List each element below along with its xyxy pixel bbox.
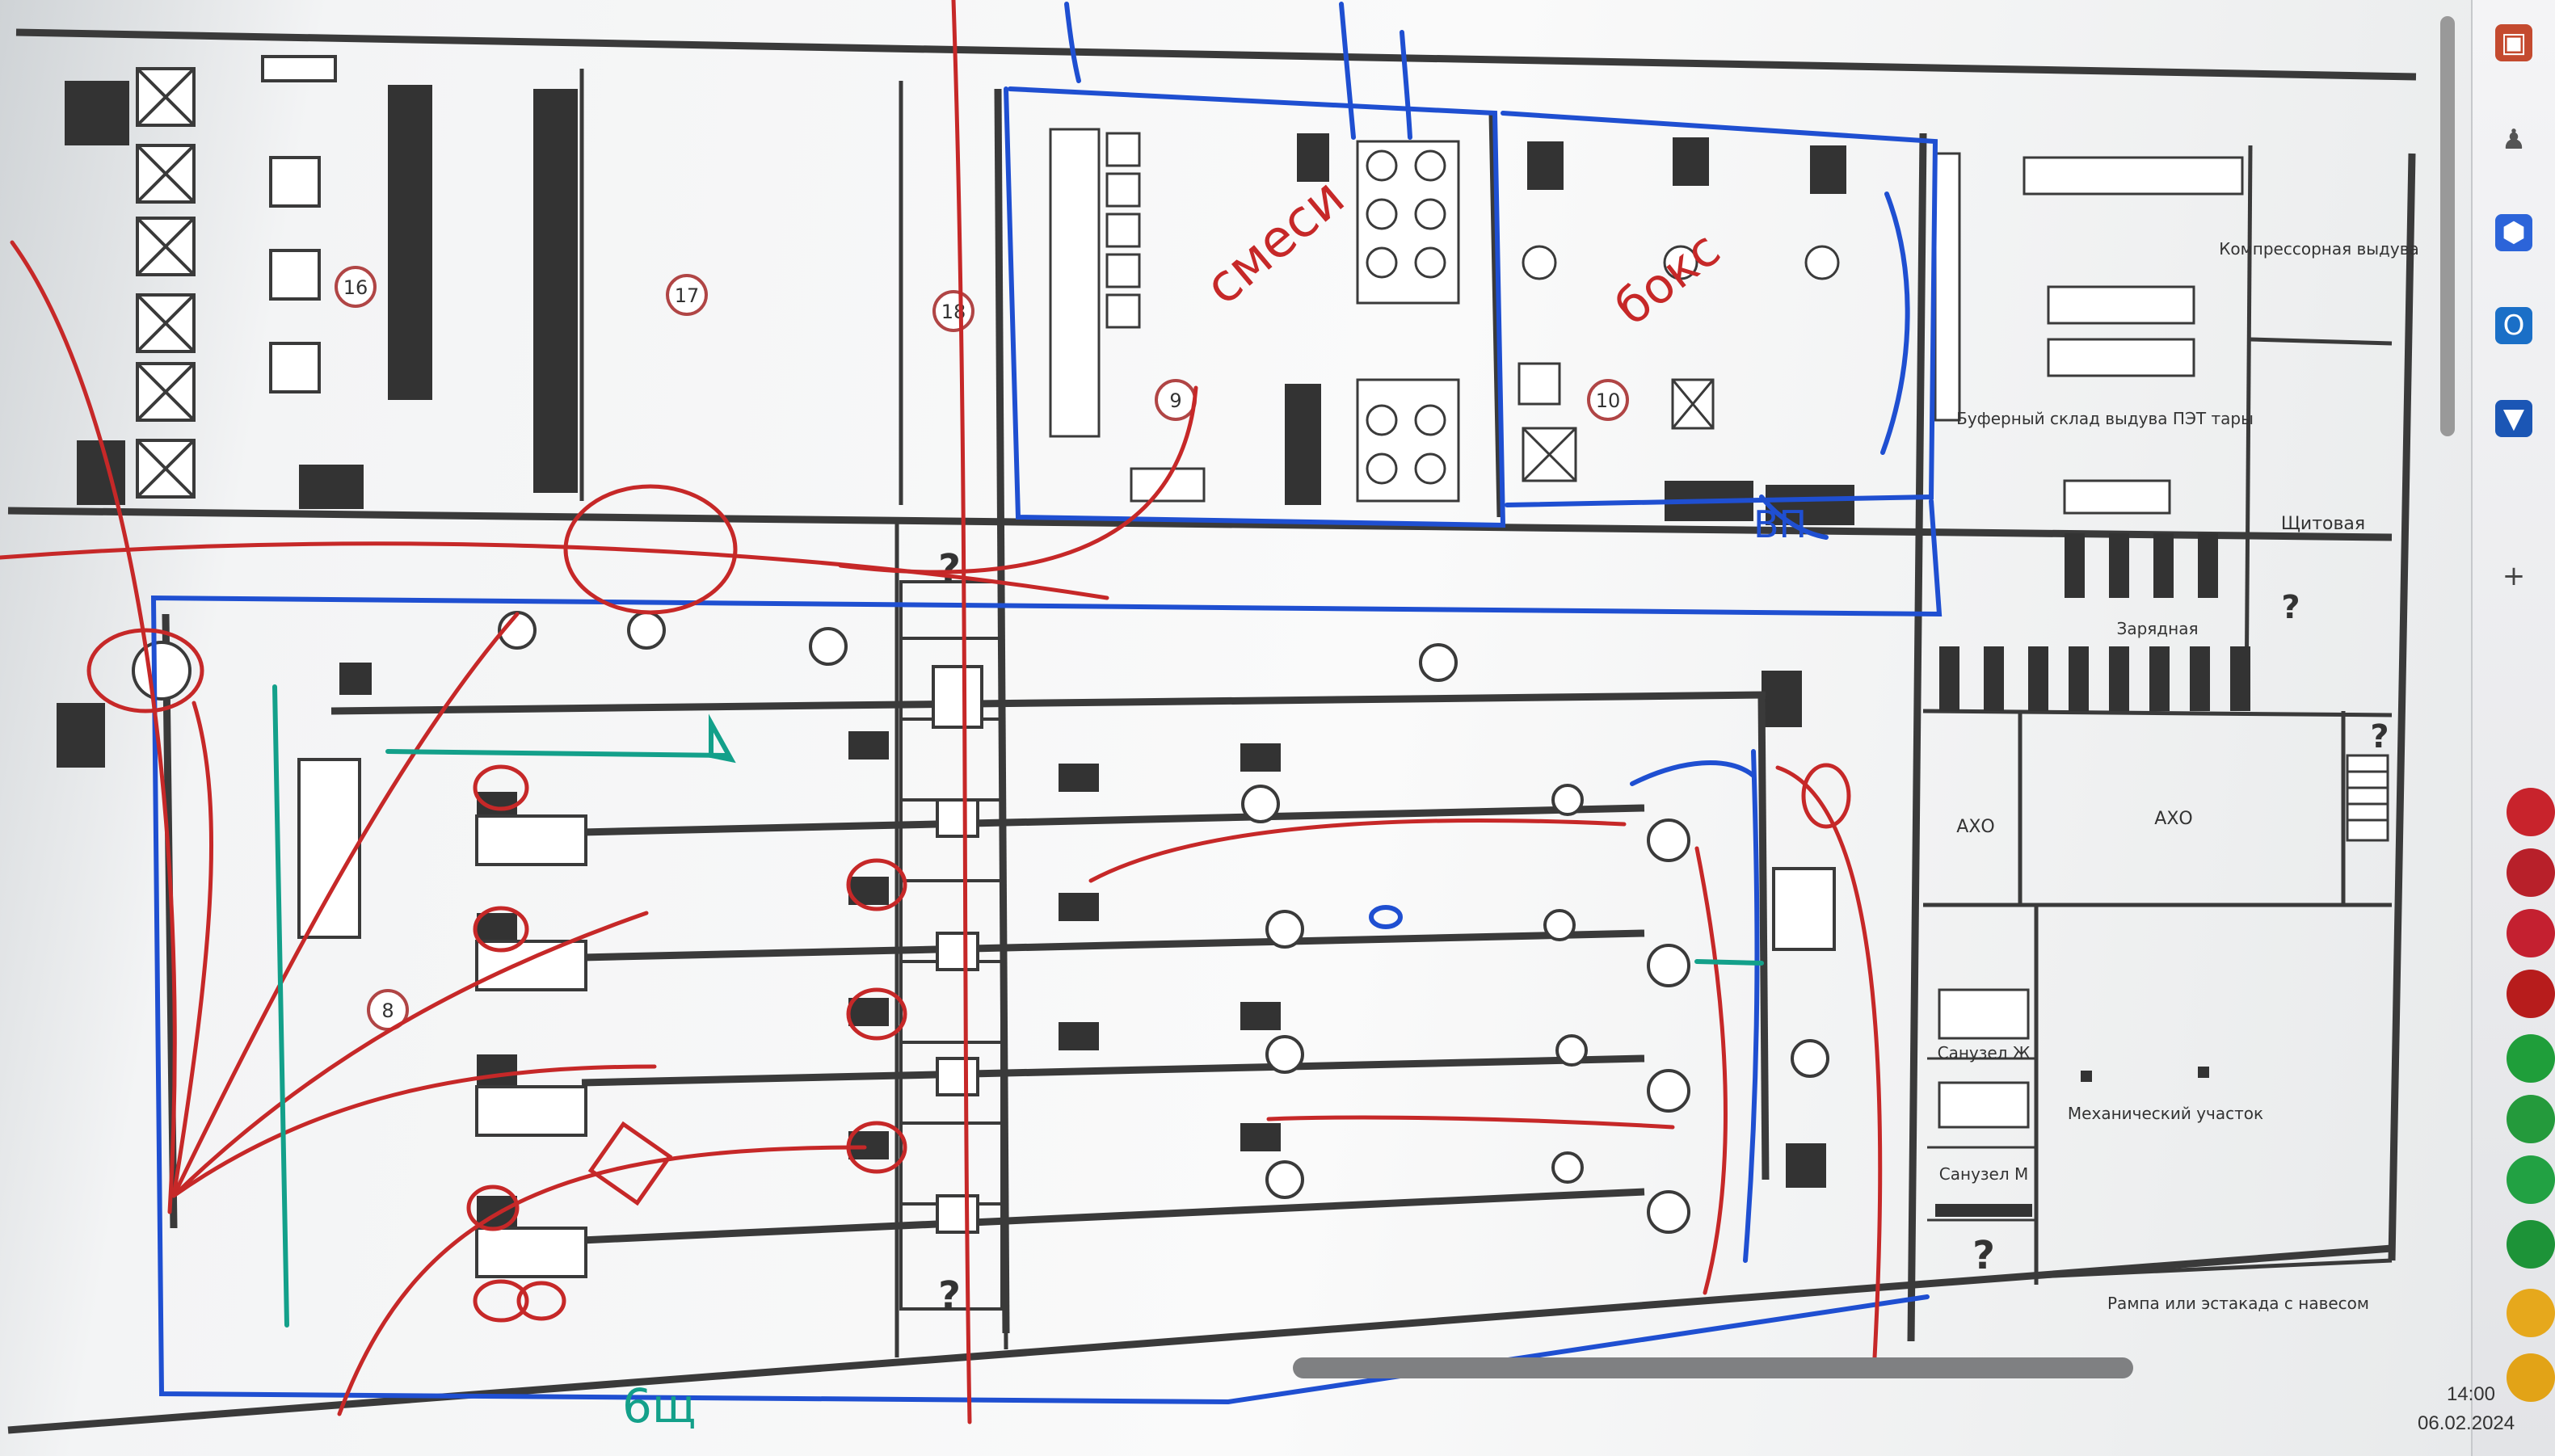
zone-16-label: 16 — [343, 276, 368, 299]
question-mark-charging: ? — [2281, 589, 2300, 626]
question-mark-wc: ? — [1972, 1233, 1995, 1278]
stairs — [2346, 754, 2389, 842]
room-switchroom: Щитовая — [2281, 514, 2365, 534]
color-dot-green-4[interactable] — [2507, 1220, 2555, 1269]
horizontal-scrollbar[interactable] — [1293, 1357, 2133, 1378]
room-buffer-store: Буферный склад выдува ПЭТ тары — [1956, 409, 2254, 428]
color-dot-green-3[interactable] — [2507, 1155, 2555, 1204]
room-axo-left: АХО — [1956, 817, 1994, 837]
zone-9-machines — [1049, 128, 1460, 503]
toolbox-icon[interactable]: ▣ — [2495, 24, 2532, 61]
color-dot-red-2[interactable] — [2507, 848, 2555, 897]
room-wc-female: Санузел Ж — [1938, 1043, 2031, 1063]
question-mark-stairs: ? — [2370, 718, 2389, 755]
blue-annotations — [150, 2, 1943, 1405]
room-mech-section: Механический участок — [2068, 1104, 2263, 1123]
partitions — [579, 69, 2393, 1357]
line-equipment — [132, 611, 1836, 1278]
color-dot-red-1[interactable] — [2507, 788, 2555, 836]
outlook-icon[interactable]: O — [2495, 307, 2532, 344]
whiteboard-screen: 16 17 18 9 10 8 Компрессорная выдува Буф… — [0, 0, 2473, 1456]
floor-plan: 16 17 18 9 10 8 Компрессорная выдува Буф… — [0, 0, 2455, 1434]
red-annotations — [0, 0, 1883, 1424]
zone-10-label: 10 — [1596, 389, 1621, 412]
sanitary-fixtures — [1927, 988, 2036, 1222]
small-marks — [1935, 1067, 2209, 1217]
gem-icon[interactable]: ⬢ — [2495, 214, 2532, 251]
taskbar-clock: 14:00 06.02.2024 — [2418, 1380, 2515, 1438]
outer-walls — [7, 28, 2417, 1434]
room-ramp: Рампа или эстакада с навесом — [2107, 1294, 2369, 1313]
question-mark-bottom: ? — [938, 1273, 961, 1319]
vertical-scrollbar[interactable] — [2440, 16, 2455, 436]
room-compressor: Компрессорная выдува — [2219, 239, 2419, 259]
color-dot-yellow-2[interactable] — [2507, 1353, 2555, 1402]
charging-units — [1939, 533, 2250, 711]
note-box: бокс — [1605, 221, 1731, 337]
room-charging: Зарядная — [2117, 619, 2199, 638]
color-dot-green-1[interactable] — [2507, 1034, 2555, 1083]
zone-9-label: 9 — [1169, 389, 1181, 412]
people-icon[interactable]: ♟ — [2501, 124, 2527, 156]
zone-markers — [335, 266, 1629, 1031]
note-mixes: смеси — [1194, 167, 1356, 317]
clock-date: 06.02.2024 — [2418, 1412, 2515, 1434]
sidebar: ▣ ♟ ⬢ O ▼ + — [2471, 0, 2555, 1456]
color-dot-red-3[interactable] — [2507, 909, 2555, 957]
color-dot-green-2[interactable] — [2507, 1095, 2555, 1143]
arrow-icon[interactable]: ▼ — [2495, 400, 2532, 437]
plus-icon[interactable]: + — [2502, 560, 2526, 592]
room-axo-right: АХО — [2154, 809, 2192, 829]
teal-annotations — [272, 684, 1764, 1328]
room-wc-male: Санузел М — [1939, 1164, 2028, 1184]
color-dot-yellow-1[interactable] — [2507, 1289, 2555, 1337]
zone-17-label: 17 — [675, 284, 700, 307]
color-dot-red-4[interactable] — [2507, 970, 2555, 1018]
note-vp: ВП — [1753, 503, 1807, 546]
central-shaft — [899, 580, 1004, 1311]
question-mark-top: ? — [938, 546, 961, 591]
zone-8-label: 8 — [381, 999, 394, 1022]
clock-time: 14:00 — [2446, 1383, 2495, 1405]
zone-10-machines — [1517, 152, 2244, 515]
dark-blocks — [57, 81, 1854, 1232]
room-16-equipment — [136, 55, 337, 499]
note-6sh: 6щ — [622, 1378, 697, 1433]
